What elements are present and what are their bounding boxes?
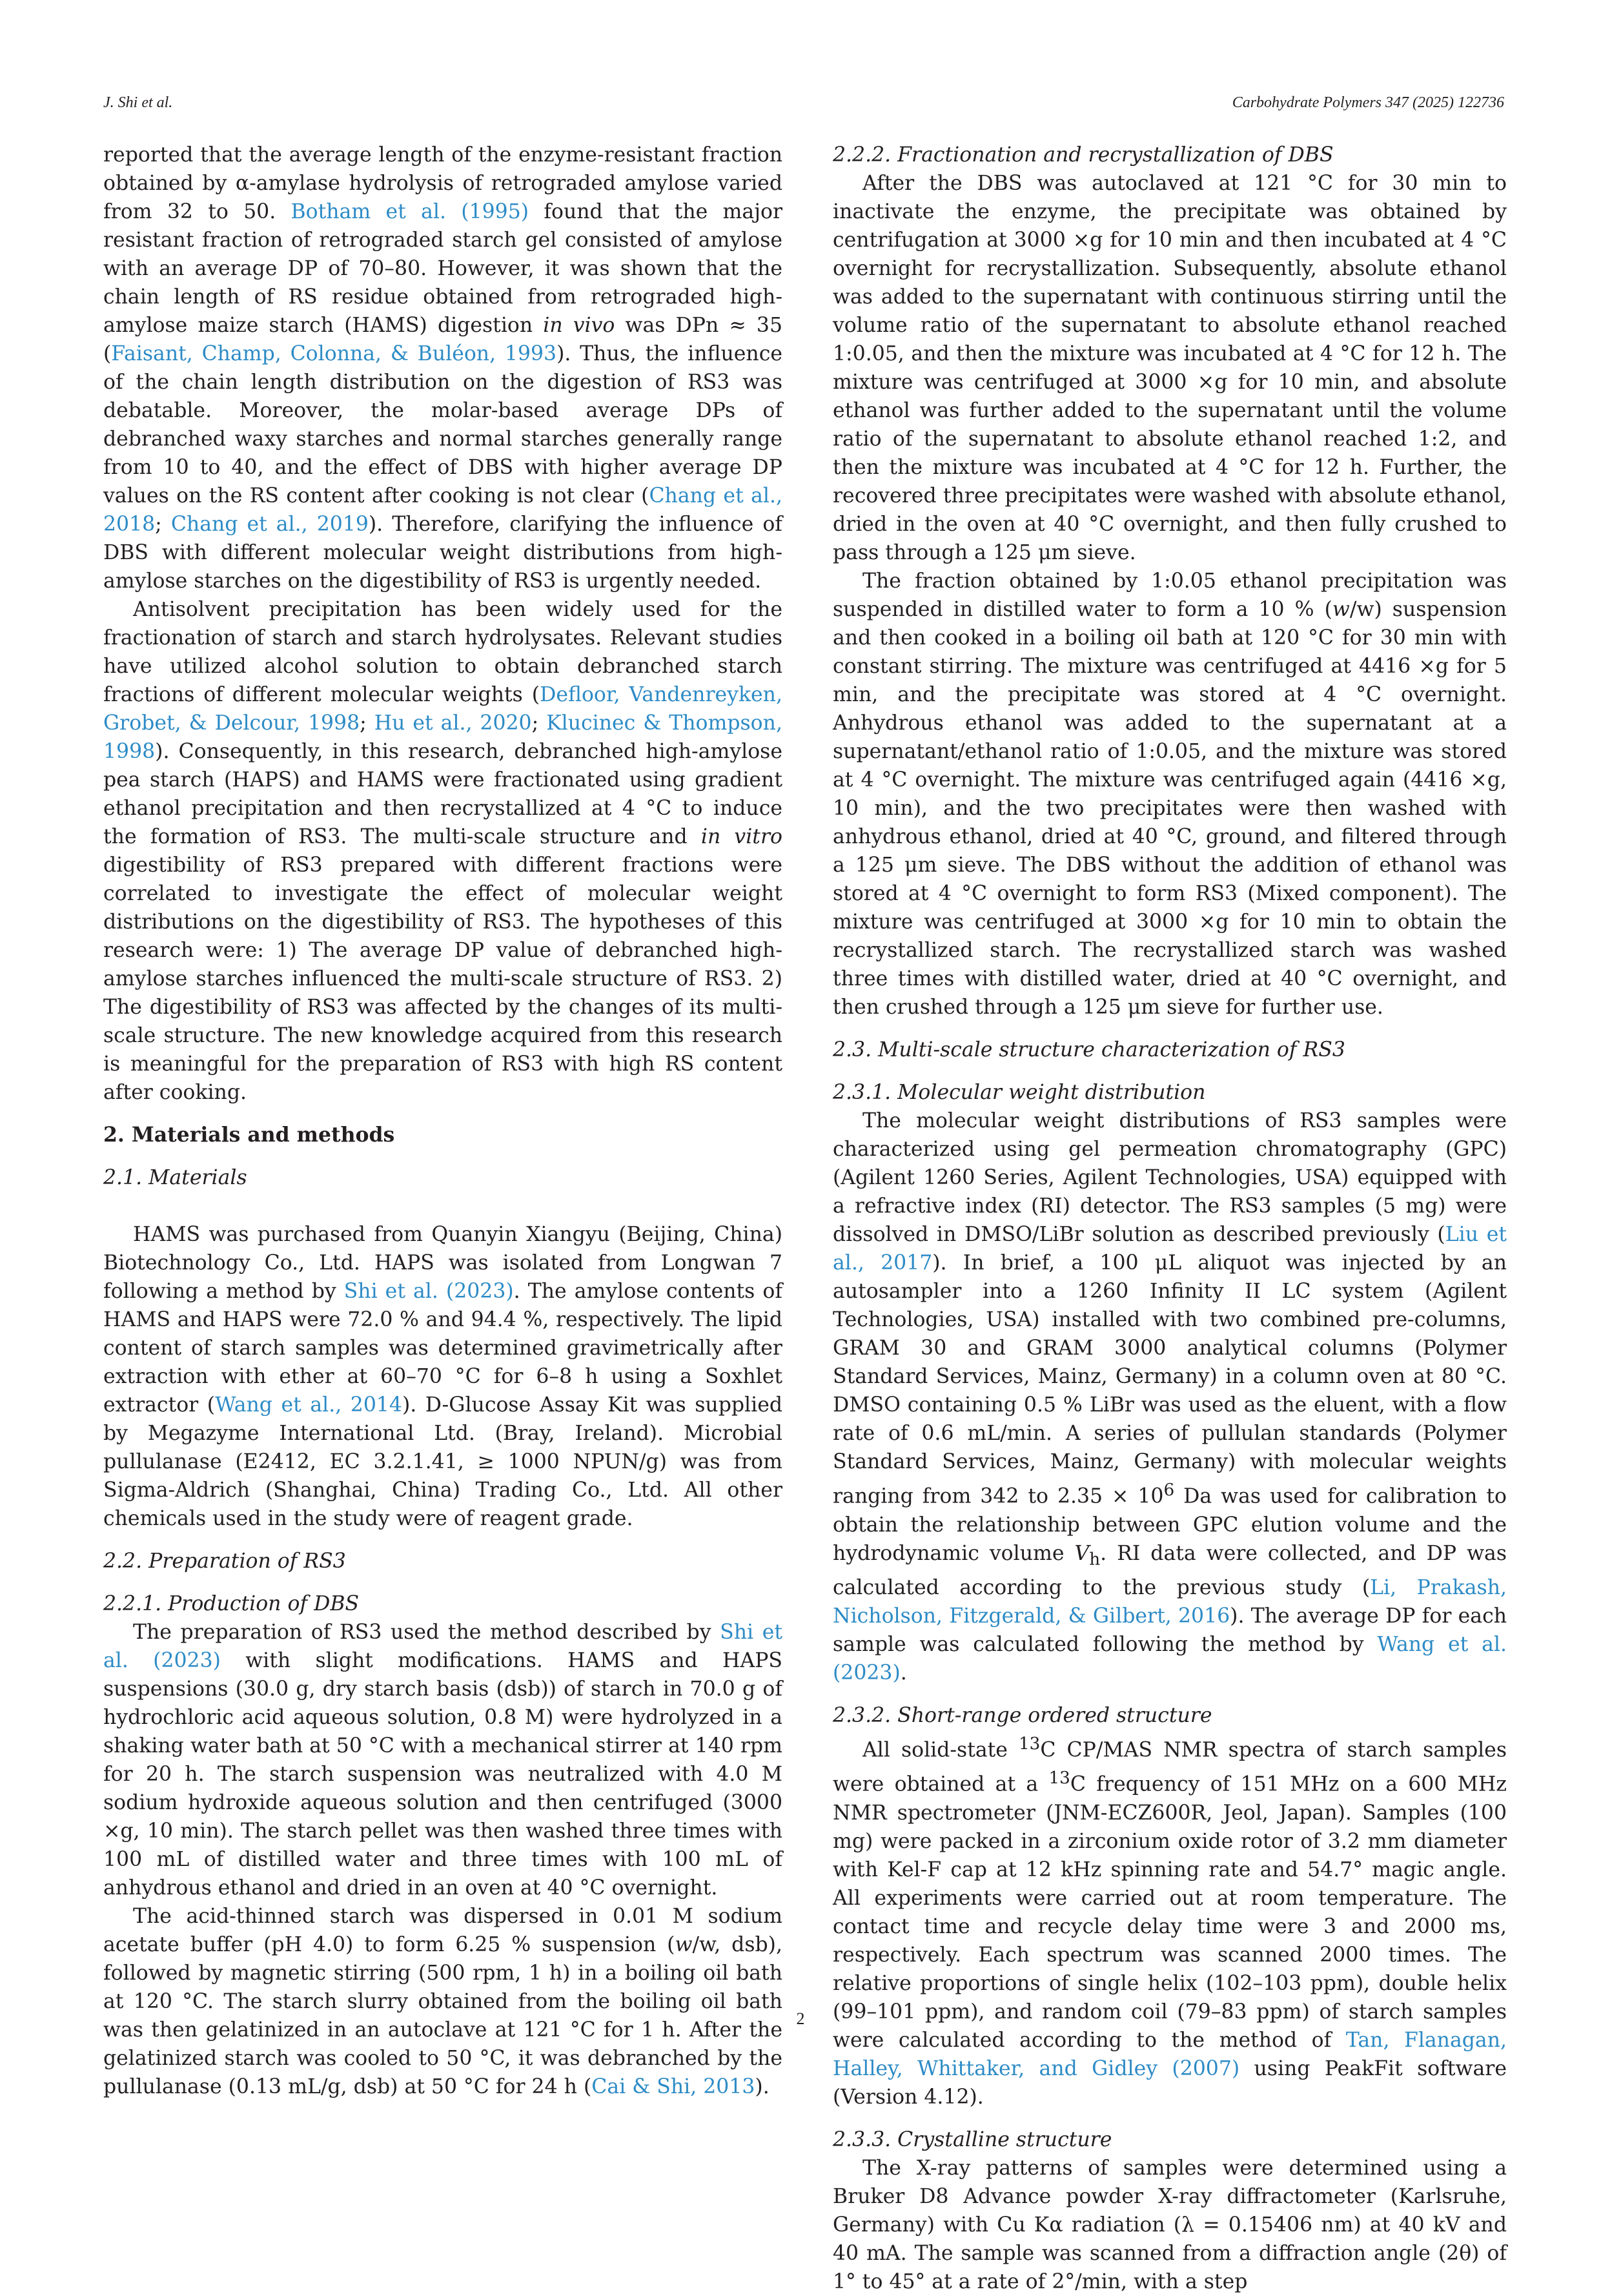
citation-link[interactable]: Botham et al. (1995) [291, 200, 529, 223]
citation-link[interactable]: Chang et al., 2019 [170, 513, 369, 536]
citation-link[interactable]: Defloor, Vandenreyken, Grobet, & Delcour… [103, 683, 782, 735]
paragraph: reported that the average length of the … [103, 143, 782, 593]
subsubsection-heading: 2.3.3. Crystalline structure [833, 2127, 1112, 2151]
citation-link[interactable]: Cai & Shi, 2013 [591, 2075, 755, 2098]
citation-link[interactable]: Shi et al. (2023) [103, 1621, 782, 1672]
running-head-journal: Carbohydrate Polymers 347 (2025) 122736 [1232, 94, 1504, 111]
paragraph: All solid-state 13C CP/MAS NMR spectra o… [833, 1734, 1507, 2109]
citation-link[interactable]: Liu et al., 2017 [833, 1223, 1507, 1275]
citation-link[interactable]: Li, Prakash, Nicholson, Fitzgerald, & Gi… [833, 1575, 1507, 1628]
citation-link[interactable]: Shi et al. (2023) [343, 1280, 514, 1303]
subsubsection-heading: 2.3.2. Short-range ordered structure [833, 1703, 1212, 1727]
citation-link[interactable]: Chang et al., 2018 [103, 484, 782, 536]
left-column: reported that the average length of the … [103, 141, 782, 2101]
subsection-heading: 2.3. Multi-scale structure characterizat… [833, 1038, 1345, 1061]
paragraph: The fraction obtained by 1:0.05 ethanol … [833, 569, 1507, 1019]
running-head-authors: J. Shi et al. [103, 94, 173, 111]
citation-link[interactable]: Hu et al., 2020 [374, 712, 532, 735]
citation-link[interactable]: Faisant, Champ, Colonna, & Buléon, 1993 [111, 342, 557, 365]
citation-link[interactable]: Wang et al., 2014 [215, 1393, 402, 1417]
section-heading: 2. Materials and methods [103, 1123, 395, 1147]
page-number: 2 [796, 2009, 805, 2028]
paragraph: HAMS was purchased from Quanyin Xiangyu … [103, 1223, 782, 1530]
paragraph: Antisolvent precipitation has been widel… [103, 598, 782, 1104]
citation-link[interactable]: Tan, Flanagan, Halley, Whittaker, and Gi… [833, 2028, 1507, 2080]
paragraph: The acid-thinned starch was dispersed in… [103, 1905, 782, 2098]
paragraph: After the DBS was autoclaved at 121 °C f… [833, 172, 1507, 564]
citation-link[interactable]: Klucinec & Thompson, 1998 [103, 712, 782, 763]
paragraph: The molecular weight distributions of RS… [833, 1109, 1507, 1685]
paragraph: The X-ray patterns of samples were deter… [833, 2156, 1507, 2293]
subsection-heading: 2.1. Materials [103, 1166, 247, 1189]
subsubsection-heading: 2.2.2. Fractionation and recrystallizati… [833, 143, 1334, 167]
right-column: 2.2.2. Fractionation and recrystallizati… [833, 141, 1507, 2296]
citation-link[interactable]: Wang et al. (2023) [833, 1632, 1507, 1685]
subsubsection-heading: 2.2.1. Production of DBS [103, 1592, 360, 1615]
subsubsection-heading: 2.3.1. Molecular weight distribution [833, 1081, 1206, 1104]
subsection-heading: 2.2. Preparation of RS3 [103, 1550, 346, 1573]
paragraph: The preparation of RS3 used the method d… [103, 1621, 782, 1900]
